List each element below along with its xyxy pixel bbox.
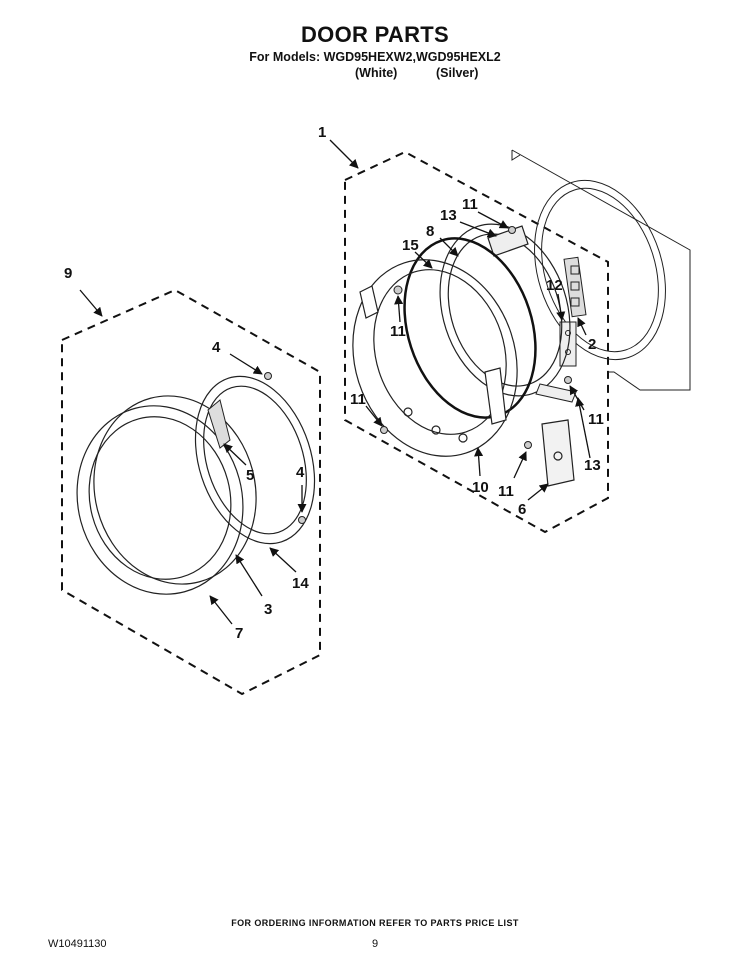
screws-4 [264, 372, 306, 524]
callout-10: 10 [472, 479, 489, 496]
callout-13-bottom: 13 [584, 457, 601, 474]
callout-4-side: 4 [296, 464, 305, 481]
callout-3: 3 [264, 601, 272, 618]
color-silver-label: (Silver) [436, 66, 479, 80]
callout-6: 6 [518, 501, 526, 518]
callout-14: 14 [292, 575, 309, 592]
door-latch [207, 399, 231, 449]
callout-9: 9 [64, 265, 72, 282]
leader-arrows [79, 139, 591, 625]
screws [380, 226, 572, 449]
document-number: W10491130 [48, 938, 107, 950]
assembly-9-outline [61, 288, 321, 696]
callout-12: 12 [546, 277, 563, 294]
front-panel [511, 149, 691, 391]
assembly-1-outline [344, 150, 609, 534]
callout-11-right: 11 [588, 411, 604, 428]
callout-5: 5 [246, 467, 254, 484]
door-trim-ring [194, 375, 316, 545]
callout-11-frame: 11 [390, 323, 406, 340]
callout-11-bottom: 11 [498, 483, 514, 500]
callout-7: 7 [235, 625, 243, 642]
callout-2: 2 [588, 336, 596, 353]
callout-15: 15 [402, 237, 419, 254]
callout-4-top: 4 [212, 339, 221, 356]
callout-8: 8 [426, 223, 434, 240]
page-title: DOOR PARTS [300, 22, 450, 47]
models-line: For Models: WGD95HEXW2,WGD95HEXL2 [249, 50, 501, 64]
door-switch [563, 256, 587, 318]
page-number: 9 [372, 938, 379, 950]
ordering-note: FOR ORDERING INFORMATION REFER TO PARTS … [231, 918, 519, 928]
callout-11-top: 11 [462, 196, 478, 213]
callout-1: 1 [318, 124, 326, 141]
callout-13-top: 13 [440, 207, 457, 224]
callout-11-left: 11 [350, 391, 366, 408]
door-inner-frame [352, 259, 518, 457]
outer-door [76, 395, 257, 595]
color-white-label: (White) [355, 66, 398, 80]
handle-bracket [535, 383, 577, 403]
handle-cover [541, 419, 575, 487]
